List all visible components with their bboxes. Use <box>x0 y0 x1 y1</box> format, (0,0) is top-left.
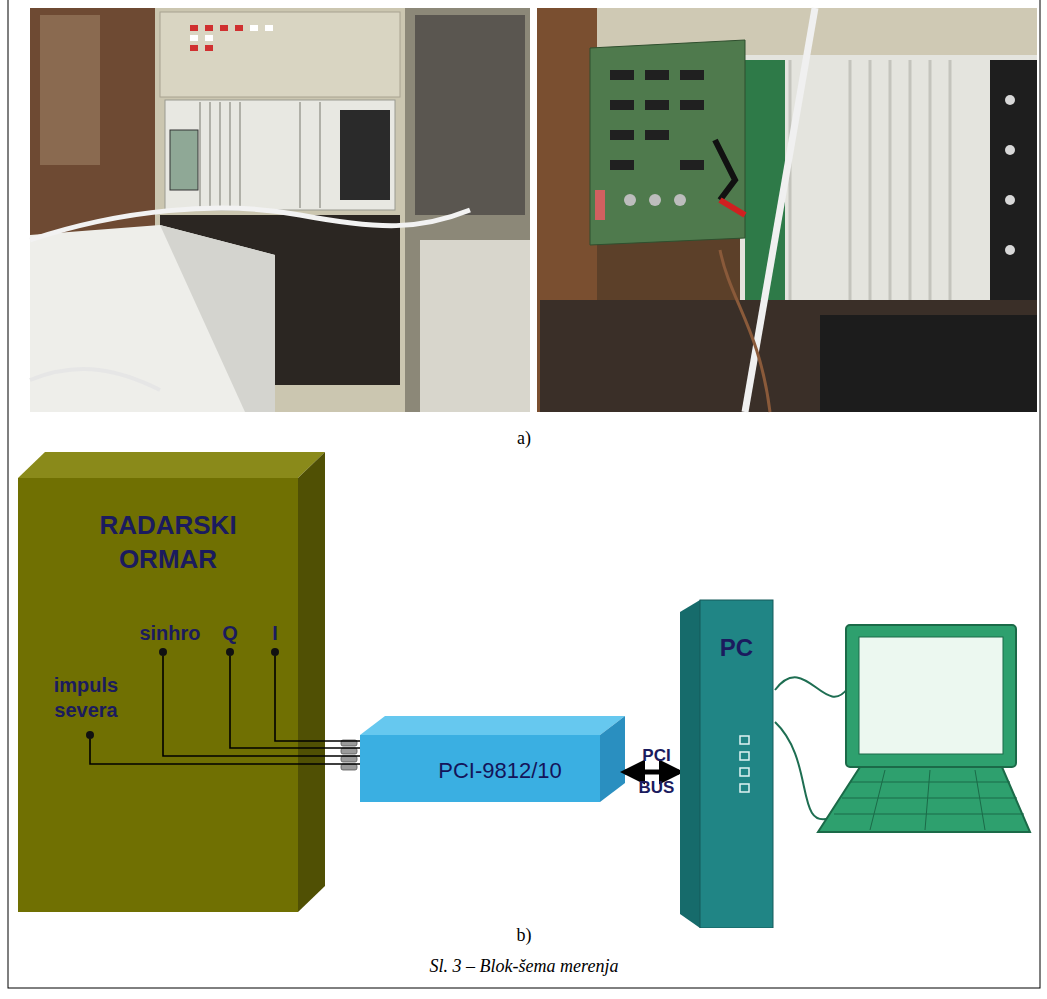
cabinet-title: RADARSKI ORMAR <box>83 508 253 576</box>
bus-label: PCI BUS <box>635 740 679 804</box>
bus-arrow <box>625 770 679 775</box>
signal-wire <box>90 739 360 764</box>
panel-letter: b) <box>517 925 532 946</box>
figure-caption: Sl. 3 – Blok-šema merenja <box>430 956 619 977</box>
daq-card-box: PCI-9812/10 <box>360 735 600 802</box>
signal-name: I <box>272 622 278 645</box>
signal-name: Q <box>222 622 238 645</box>
daq-box-body <box>360 716 625 802</box>
pc-label: PC <box>720 634 753 662</box>
signal-name: impuls severa <box>45 673 127 723</box>
cabinet-body <box>18 452 325 912</box>
signal-name: sinhro <box>139 622 200 645</box>
figure-frame <box>8 0 1040 988</box>
photo-left <box>30 8 530 412</box>
signal-wire <box>275 656 360 741</box>
photo-right <box>537 8 1037 412</box>
device-name: PCI-9812/10 <box>438 758 562 784</box>
panel-letter: a) <box>517 428 531 449</box>
signal-wire <box>230 656 360 748</box>
plug-symbols <box>341 740 357 770</box>
pc-tower: PC <box>680 598 775 928</box>
monitor-symbol <box>775 625 1030 832</box>
signal-wire <box>163 656 360 756</box>
